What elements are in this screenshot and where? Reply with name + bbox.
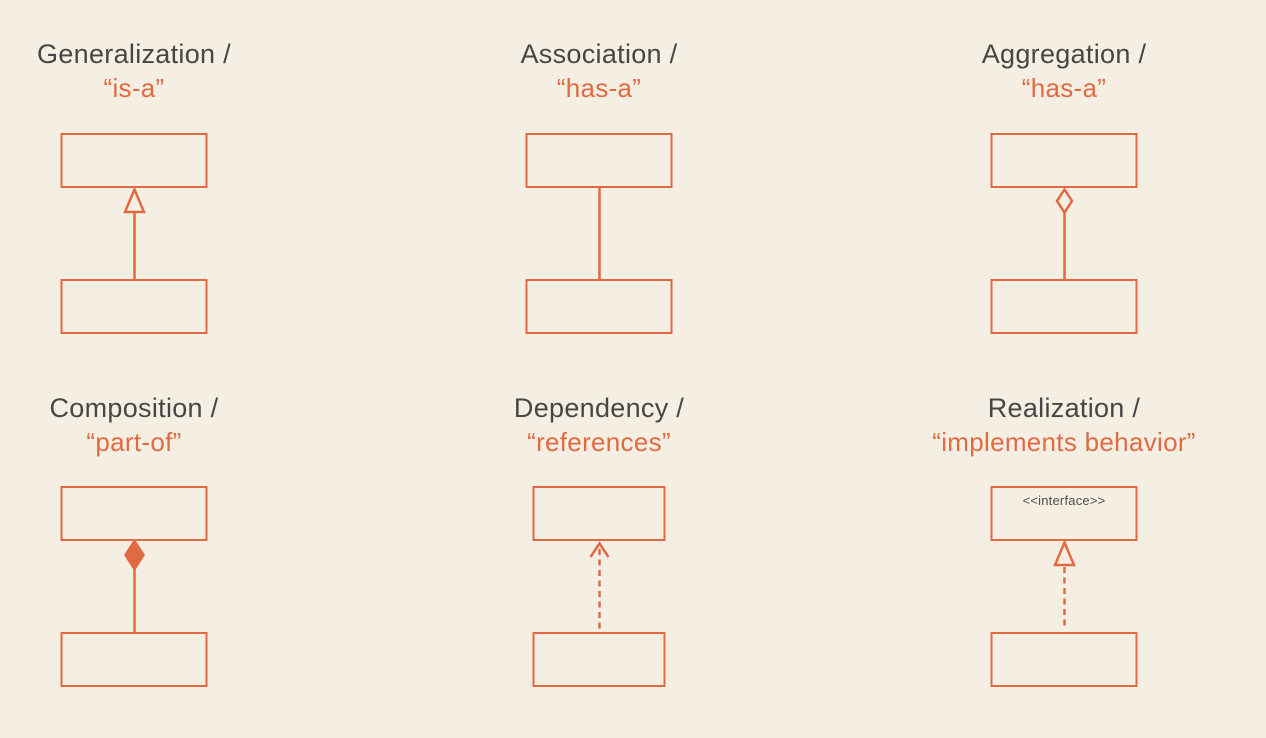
class-box-top xyxy=(990,133,1138,188)
interface-stereotype-label: <<interface>> xyxy=(1022,493,1106,508)
realization-diagram: <<interface>> xyxy=(990,486,1138,687)
aggregation-diagram xyxy=(990,133,1138,334)
panel-subtitle: “has-a” xyxy=(1021,73,1107,103)
class-box-bottom xyxy=(990,632,1138,687)
hollow-triangle-arrowhead-icon xyxy=(122,188,146,214)
panel-title: Dependency / xyxy=(513,393,685,423)
hollow-diamond-icon xyxy=(1055,188,1073,215)
panel-generalization: Generalization / “is-a” xyxy=(0,38,304,338)
panel-subtitle: “is-a” xyxy=(103,73,165,103)
class-box-bottom xyxy=(525,279,673,334)
class-box-top xyxy=(60,133,208,188)
class-box-top xyxy=(60,486,208,541)
hollow-triangle-arrowhead-icon xyxy=(1052,541,1076,567)
panel-composition: Composition / “part-of” xyxy=(0,392,304,692)
generalization-diagram xyxy=(60,133,208,334)
panel-subtitle: “part-of” xyxy=(86,427,182,457)
panel-aggregation: Aggregation / “has-a” xyxy=(894,38,1234,338)
aggregation-connector xyxy=(1055,188,1073,279)
panel-title: Composition / xyxy=(49,393,219,423)
panel-association: Association / “has-a” xyxy=(429,38,769,338)
panel-realization: Realization / “implements behavior” <<in… xyxy=(894,392,1234,692)
panel-dependency: Dependency / “references” xyxy=(429,392,769,692)
class-box-top xyxy=(525,133,673,188)
association-connector xyxy=(597,188,601,279)
panel-subtitle: “references” xyxy=(527,427,671,457)
panel-title: Association / xyxy=(520,39,678,69)
panel-subtitle: “implements behavior” xyxy=(932,427,1196,457)
composition-diagram xyxy=(60,486,208,687)
class-box-top-interface: <<interface>> xyxy=(990,486,1138,541)
open-arrowhead-icon xyxy=(588,541,610,558)
class-box-bottom xyxy=(60,279,208,334)
dependency-connector xyxy=(588,541,610,632)
generalization-connector xyxy=(122,188,146,279)
class-box-bottom xyxy=(990,279,1138,334)
composition-connector xyxy=(123,541,145,632)
class-box-bottom xyxy=(60,632,208,687)
realization-connector xyxy=(1052,541,1076,630)
class-box-top xyxy=(532,486,666,541)
association-diagram xyxy=(525,133,673,334)
class-box-bottom xyxy=(532,632,666,687)
filled-diamond-icon xyxy=(123,541,145,572)
panel-title: Generalization / xyxy=(37,39,231,69)
panel-title: Aggregation / xyxy=(981,39,1147,69)
panel-title: Realization / xyxy=(987,393,1141,423)
dependency-diagram xyxy=(532,486,666,687)
panel-subtitle: “has-a” xyxy=(556,73,642,103)
